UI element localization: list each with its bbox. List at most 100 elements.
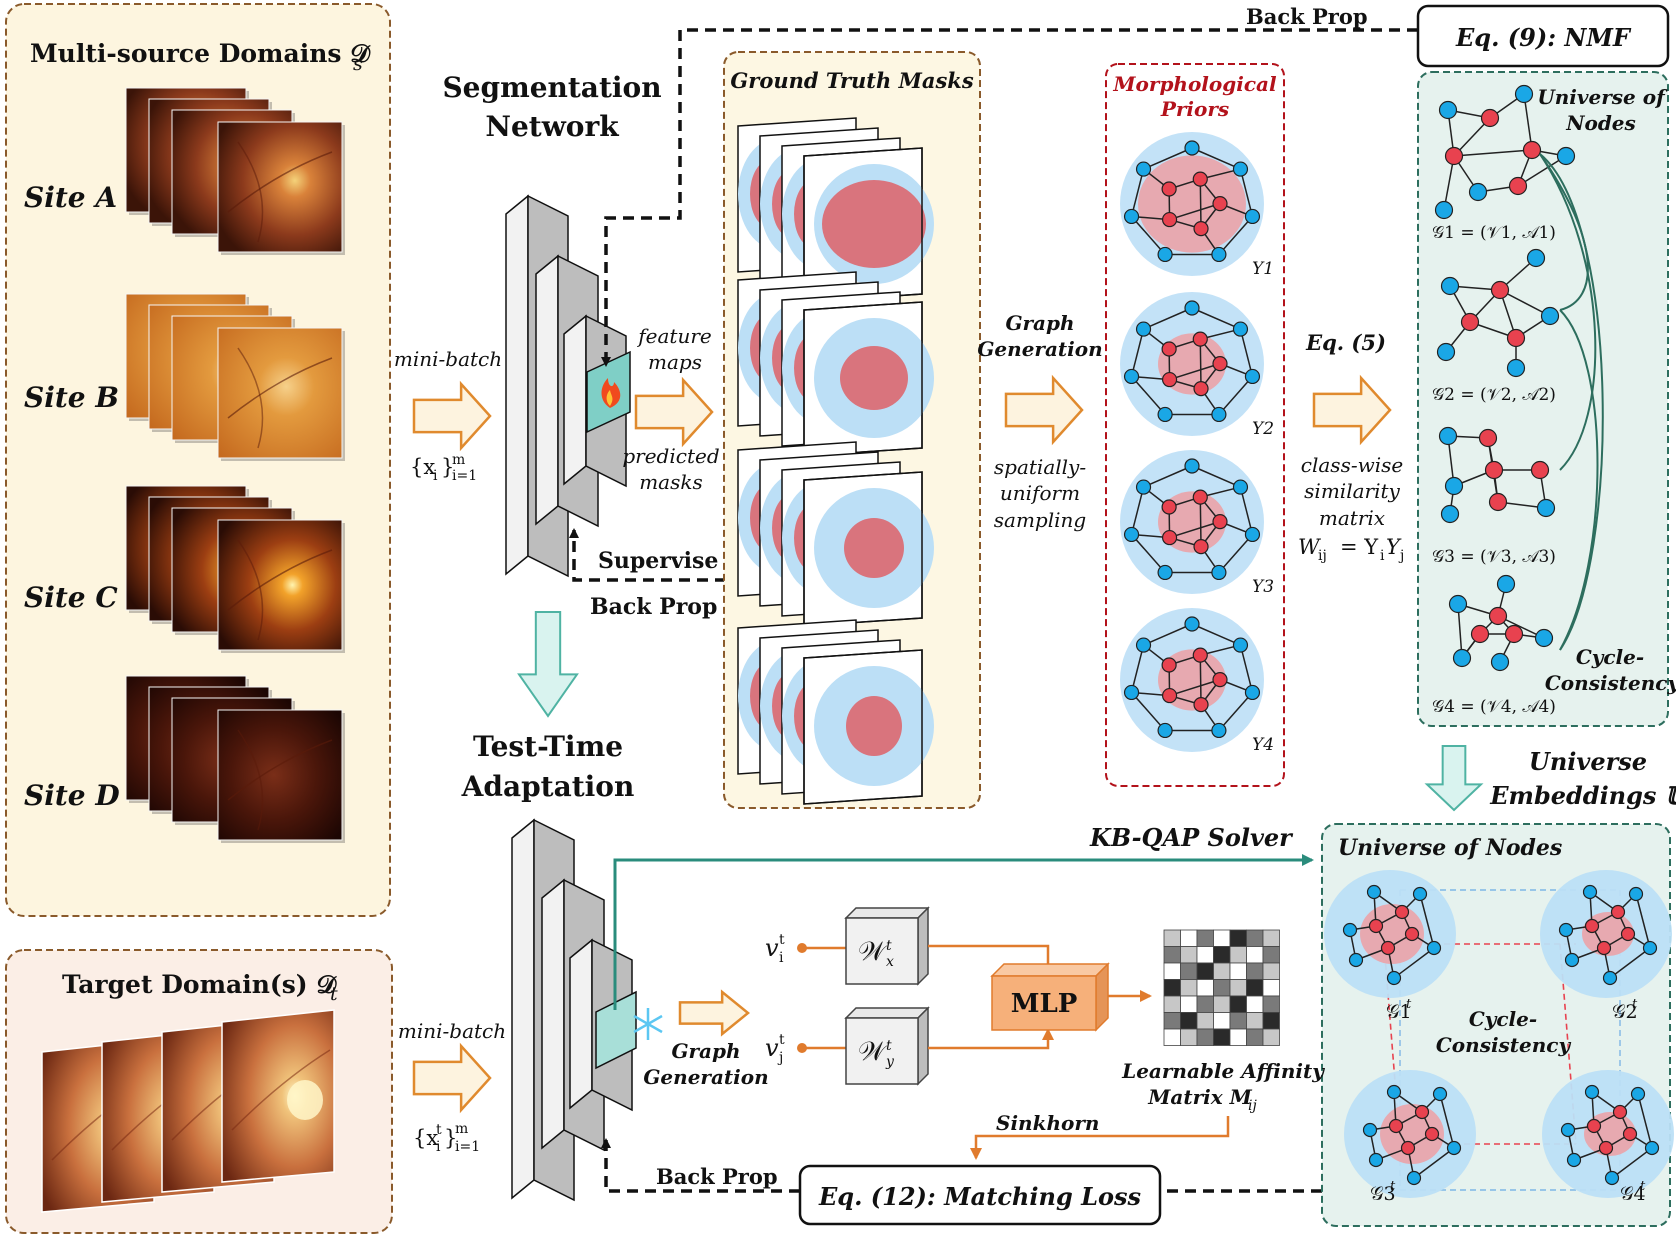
graph-node bbox=[1394, 904, 1410, 920]
layer-front bbox=[541, 878, 565, 1150]
source-panel-title-sub: s bbox=[353, 53, 363, 75]
graph-node bbox=[1184, 140, 1200, 156]
spatially-line2: uniform bbox=[1000, 481, 1080, 505]
kbqap-path bbox=[613, 854, 1314, 1010]
vessel bbox=[237, 729, 264, 831]
graph-node bbox=[1534, 628, 1554, 648]
target-graph-sup: t bbox=[1640, 1179, 1646, 1194]
graph-node bbox=[1157, 406, 1173, 423]
affinity-cell bbox=[1163, 979, 1181, 997]
graph-edge bbox=[1239, 328, 1254, 377]
arrow-graph-generation bbox=[1004, 374, 1084, 446]
graph-edge bbox=[1130, 328, 1145, 377]
graph-node bbox=[1232, 637, 1249, 653]
graph-node bbox=[1448, 594, 1468, 614]
arrow-graph-generation-bottom bbox=[678, 989, 750, 1037]
graph-node bbox=[1123, 684, 1140, 701]
class-wise-line2: similarity bbox=[1304, 479, 1400, 503]
svg-text:= Y: = Y bbox=[1340, 535, 1379, 559]
graph-edge bbox=[1143, 147, 1193, 170]
universe-embeddings-line1: Universe bbox=[1529, 747, 1647, 776]
back-prop-top-path: Back Prop bbox=[601, 4, 1418, 367]
graph-edge bbox=[1191, 307, 1241, 330]
svg-text:ij: ij bbox=[1318, 548, 1327, 564]
affinity-cell bbox=[1213, 995, 1231, 1013]
graph-edge bbox=[1218, 215, 1254, 255]
affinity-cell bbox=[1262, 1028, 1280, 1046]
graph-node bbox=[1193, 539, 1209, 555]
graph-node bbox=[1412, 886, 1428, 902]
graph-node bbox=[1161, 181, 1177, 197]
arrow-feature-maps bbox=[634, 376, 714, 448]
graph-node bbox=[1556, 146, 1576, 166]
svg-text:i=1: i=1 bbox=[452, 468, 477, 484]
predicted-masks-line2: masks bbox=[639, 470, 703, 494]
cycle-top-line1: Cycle- bbox=[1576, 645, 1644, 669]
graph-generation-line1: Graph bbox=[1005, 311, 1074, 335]
affinity-cell bbox=[1180, 929, 1198, 947]
graph-node bbox=[1123, 208, 1140, 225]
affinity-cell bbox=[1246, 995, 1264, 1013]
kbqap-label: KB-QAP Solver bbox=[1089, 823, 1294, 852]
graph-edge bbox=[1609, 947, 1651, 979]
vessel bbox=[231, 1049, 331, 1131]
graph-node bbox=[1446, 1140, 1462, 1156]
target-graph-label: 𝒢2 bbox=[1612, 1001, 1638, 1023]
target-graph-label: 𝒢4 bbox=[1620, 1183, 1646, 1205]
graph-edge bbox=[1130, 486, 1145, 535]
graph-node bbox=[1135, 479, 1152, 495]
graph-node bbox=[1490, 652, 1510, 672]
svg-text:x: x bbox=[886, 954, 894, 970]
arrow-eq5 bbox=[1312, 374, 1392, 446]
affinity-cell bbox=[1213, 946, 1231, 964]
graph-node bbox=[1490, 280, 1510, 300]
affinity-cell bbox=[1213, 1028, 1231, 1046]
graph-node bbox=[1157, 722, 1173, 739]
cup-region bbox=[822, 180, 926, 268]
graph-edge bbox=[1191, 465, 1241, 488]
back-prop-bottom-path bbox=[601, 1138, 800, 1193]
graph-node bbox=[1508, 176, 1528, 196]
cup-region bbox=[844, 518, 904, 578]
site-label: Site A bbox=[24, 181, 117, 214]
graph-node bbox=[1212, 196, 1228, 212]
graph-edge bbox=[1439, 1093, 1455, 1149]
affinity-cell bbox=[1229, 979, 1247, 997]
segmentation-title-line1: Segmentation bbox=[442, 71, 661, 104]
graph-node bbox=[1566, 1152, 1582, 1168]
feature-maps-line1: feature bbox=[636, 324, 711, 348]
gt-masks-title: Ground Truth Masks bbox=[730, 68, 973, 93]
affinity-cell bbox=[1262, 962, 1280, 980]
snowflake-icon bbox=[633, 1008, 663, 1040]
segmentation-title-line2: Network bbox=[485, 110, 619, 143]
affinity-cell bbox=[1229, 1028, 1247, 1046]
affinity-cell bbox=[1229, 929, 1247, 947]
graph-node bbox=[1460, 312, 1480, 332]
graph-node bbox=[1161, 529, 1178, 546]
site-image bbox=[217, 519, 343, 651]
graph-node bbox=[1135, 637, 1152, 653]
svg-text:ij: ij bbox=[1248, 1098, 1257, 1114]
graph-node bbox=[1610, 904, 1626, 920]
graph-node bbox=[1620, 926, 1636, 942]
site-label: Site D bbox=[24, 779, 120, 812]
graph-edge bbox=[1169, 520, 1221, 539]
universe-graphs bbox=[1434, 84, 1576, 672]
svg-text:m: m bbox=[452, 452, 465, 468]
svg-text:}: } bbox=[441, 455, 454, 479]
graph-edge bbox=[1499, 289, 1551, 317]
affinity-cell bbox=[1180, 962, 1198, 980]
eq9-label: Eq. (9): NMF bbox=[1455, 23, 1632, 52]
graph-node bbox=[1135, 161, 1152, 177]
graph-edge bbox=[1130, 168, 1145, 217]
affinity-cell bbox=[1246, 979, 1264, 997]
universe-bottom-title: Universe of Nodes bbox=[1338, 835, 1562, 861]
graph-node bbox=[1193, 381, 1209, 397]
target-graph-label: 𝒢3 bbox=[1370, 1183, 1396, 1205]
affinity-cell bbox=[1246, 1012, 1264, 1030]
mlp-label: MLP bbox=[1011, 989, 1078, 1019]
svg-text:m: m bbox=[455, 1121, 468, 1137]
site-label: Site B bbox=[24, 381, 119, 414]
